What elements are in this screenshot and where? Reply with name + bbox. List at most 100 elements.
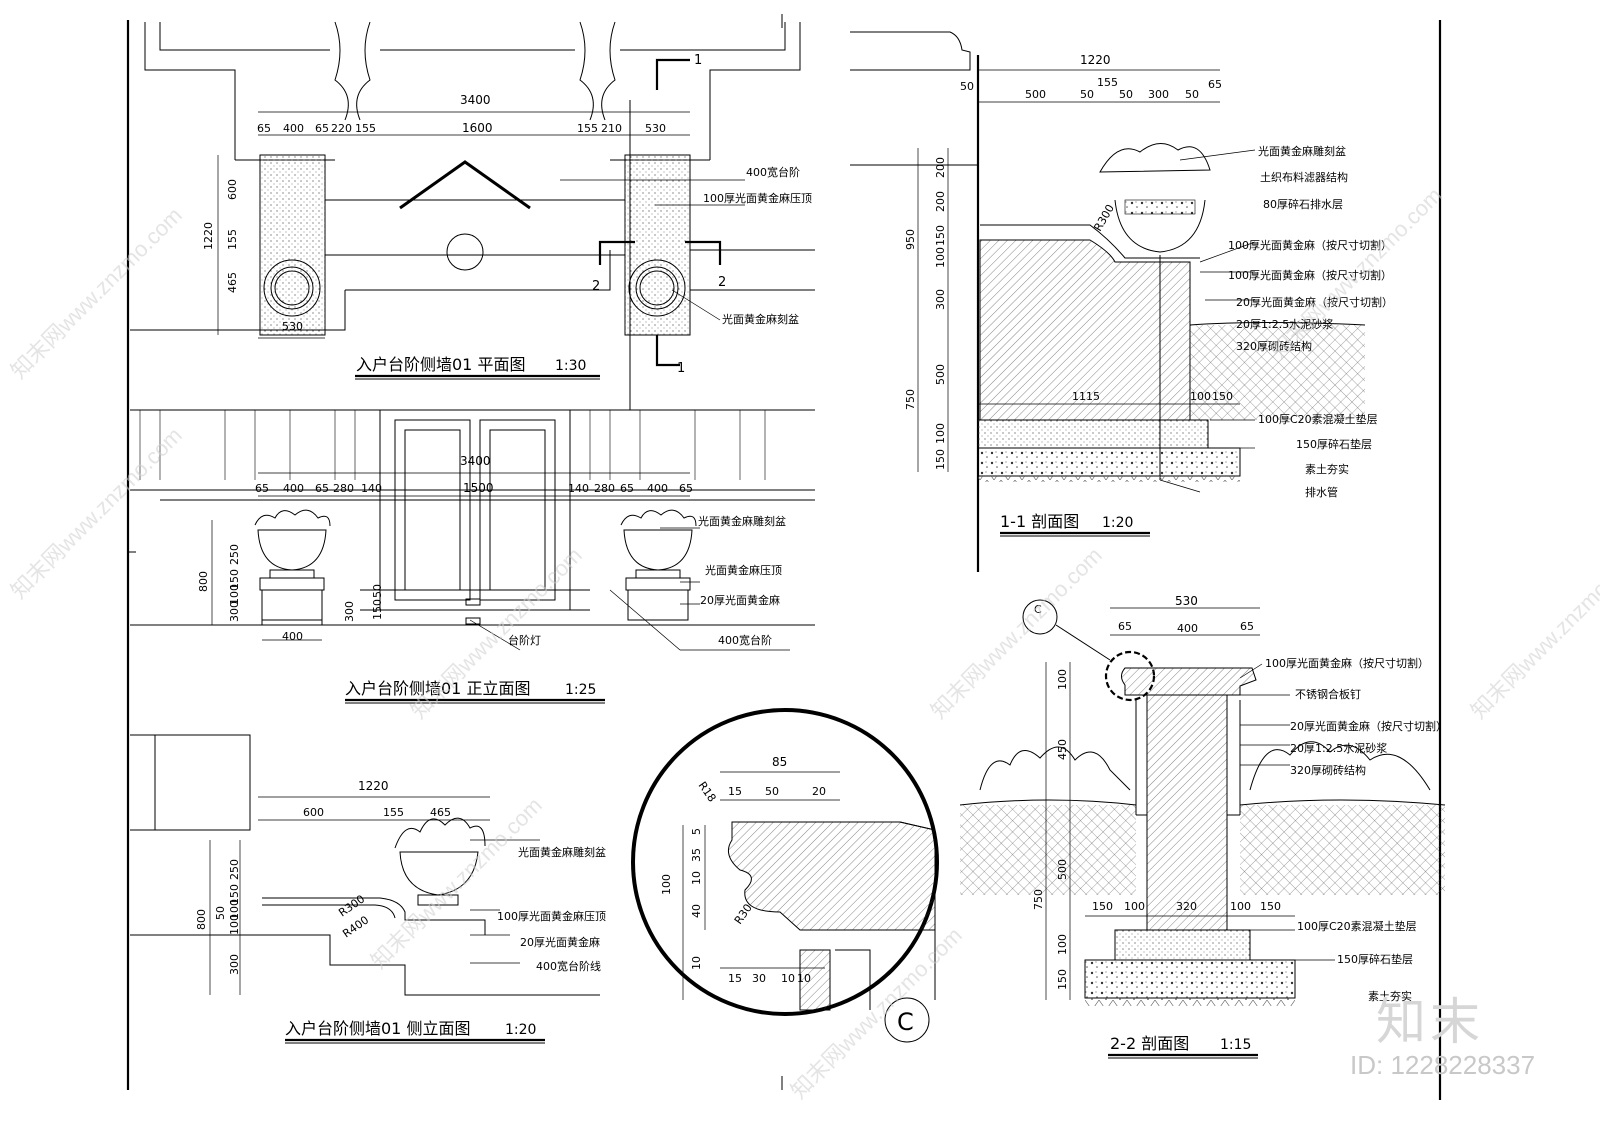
svg-text:20厚光面黄金麻: 20厚光面黄金麻 [700,593,780,607]
svg-text:1600: 1600 [462,121,493,135]
svg-text:土织布料滤器结构: 土织布料滤器结构 [1260,170,1348,184]
plan-scale: 1:30 [555,358,586,374]
svg-text:300: 300 [228,601,241,622]
svg-text:65: 65 [315,482,329,495]
svg-text:210: 210 [601,122,622,135]
svg-text:100厚C20素混凝土垫层: 100厚C20素混凝土垫层 [1297,919,1417,933]
plan-title: 入户台阶侧墙01 平面图 [356,355,525,374]
svg-text:150: 150 [934,225,947,246]
front-title: 入户台阶侧墙01 正立面图 [345,679,530,698]
svg-text:20厚光面黄金麻（按尺寸切割）: 20厚光面黄金麻（按尺寸切割） [1236,295,1393,309]
svg-text:65: 65 [255,482,269,495]
svg-text:65: 65 [1118,620,1132,633]
svg-text:100: 100 [660,874,673,895]
svg-text:400宽台阶线: 400宽台阶线 [536,959,601,973]
svg-text:530: 530 [645,122,666,135]
svg-text:50: 50 [1119,88,1133,101]
detail-c-label: C [897,1008,914,1036]
svg-text:400: 400 [283,122,304,135]
sec11-drawing [850,31,1366,572]
svg-text:250: 250 [228,544,241,565]
svg-text:150: 150 [371,599,384,620]
svg-text:400: 400 [282,630,303,643]
sec22-title: 2-2 剖面图 [1110,1034,1189,1053]
svg-text:500: 500 [1025,88,1046,101]
svg-text:500: 500 [1056,859,1069,880]
svg-text:1220: 1220 [202,222,215,250]
svg-text:530: 530 [282,320,303,333]
svg-text:100厚光面黄金麻压顶: 100厚光面黄金麻压顶 [703,191,812,205]
sec22-drawing [959,599,1446,1006]
svg-text:100: 100 [1124,900,1145,913]
svg-text:65: 65 [1208,78,1222,91]
svg-text:140: 140 [361,482,382,495]
svg-text:100: 100 [934,247,947,268]
front-scale: 1:25 [565,682,596,698]
svg-text:100厚光面黄金麻（按尺寸切割）: 100厚光面黄金麻（按尺寸切割） [1228,238,1392,252]
svg-text:155: 155 [226,229,239,250]
front-drawing [130,409,815,651]
svg-text:150: 150 [228,884,241,905]
svg-text:100: 100 [1230,900,1251,913]
sec22-scale: 1:15 [1220,1037,1251,1053]
svg-text:知末网www.znzmo.com: 知末网www.znzmo.com [926,542,1107,723]
sec11-labels: 1220 50 500 50 155 50 300 50 65 950 200 … [904,53,1393,531]
svg-text:1: 1 [677,361,685,376]
svg-text:50: 50 [371,584,384,598]
svg-text:300: 300 [228,954,241,975]
svg-text:知末网www.znzmo.com: 知末网www.znzmo.com [6,422,187,603]
svg-text:150厚碎石垫层: 150厚碎石垫层 [1337,952,1413,966]
svg-text:100厚光面黄金麻压顶: 100厚光面黄金麻压顶 [497,909,606,923]
svg-text:光面黄金麻雕刻盆: 光面黄金麻雕刻盆 [518,845,606,859]
svg-text:450: 450 [1056,739,1069,760]
svg-text:950: 950 [904,229,917,250]
svg-text:100: 100 [228,914,241,935]
svg-text:不锈钢合板钉: 不锈钢合板钉 [1295,687,1361,701]
front-labels: 3400 65 400 65 280 140 1500 140 280 65 4… [197,454,786,698]
svg-text:65: 65 [679,482,693,495]
svg-text:2: 2 [592,279,600,294]
image-id: ID: 1228228337 [1350,1050,1536,1080]
svg-text:320: 320 [1176,900,1197,913]
svg-text:150: 150 [1260,900,1281,913]
svg-text:30: 30 [752,972,766,985]
svg-text:10: 10 [690,871,703,885]
svg-text:10: 10 [690,956,703,970]
side-scale: 1:20 [505,1022,536,1038]
svg-text:1220: 1220 [358,779,389,793]
svg-text:5: 5 [690,828,703,835]
svg-text:800: 800 [197,571,210,592]
svg-text:光面黄金麻压顶: 光面黄金麻压顶 [705,563,782,577]
svg-text:1220: 1220 [1080,53,1111,67]
svg-text:150: 150 [1212,390,1233,403]
sec22-detail-ref: C [1034,603,1042,616]
svg-text:150厚碎石垫层: 150厚碎石垫层 [1296,437,1372,451]
sec22-labels: C 530 65 400 65 100 450 500 750 100 150 … [1032,594,1447,1053]
svg-text:155: 155 [355,122,376,135]
svg-text:750: 750 [1032,889,1045,910]
svg-text:250: 250 [228,859,241,880]
svg-text:280: 280 [333,482,354,495]
svg-text:20厚1:2.5水泥砂浆: 20厚1:2.5水泥砂浆 [1236,317,1333,331]
svg-text:20厚1:2.5水泥砂浆: 20厚1:2.5水泥砂浆 [1290,741,1387,755]
svg-text:素土夯实: 素土夯实 [1305,462,1349,476]
svg-text:530: 530 [1175,594,1198,608]
svg-text:50: 50 [1185,88,1199,101]
svg-text:400宽台阶: 400宽台阶 [746,165,800,179]
side-drawing [130,734,600,996]
svg-text:35: 35 [690,848,703,862]
svg-text:150: 150 [934,449,947,470]
svg-text:400: 400 [1177,622,1198,635]
svg-text:20厚光面黄金麻: 20厚光面黄金麻 [520,935,600,949]
svg-text:100: 100 [228,899,241,920]
svg-text:R300: R300 [1091,202,1117,233]
svg-text:155: 155 [577,122,598,135]
svg-text:280: 280 [594,482,615,495]
svg-text:光面黄金麻刻盆: 光面黄金麻刻盆 [722,312,799,326]
svg-text:65: 65 [1240,620,1254,633]
svg-text:15: 15 [728,972,742,985]
svg-text:20: 20 [812,785,826,798]
svg-text:排水管: 排水管 [1305,485,1338,499]
svg-text:320厚砌砖结构: 320厚砌砖结构 [1236,339,1312,353]
plan-drawing [130,21,815,410]
